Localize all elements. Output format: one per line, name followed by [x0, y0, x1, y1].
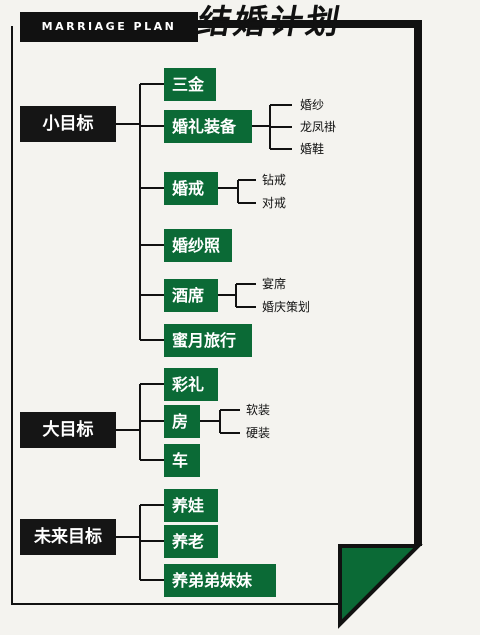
leaf-hard-renovation: 硬装: [246, 426, 271, 440]
item-three-gold: 三金: [164, 68, 216, 101]
item-honeymoon: 蜜月旅行: [164, 324, 252, 357]
category-big-goal: 大目标: [20, 412, 116, 448]
leaf-feast: 宴席: [262, 277, 287, 291]
leaf-diamond-ring: 钻戒: [262, 173, 287, 187]
connectors-future-goal: [116, 504, 164, 581]
item-elder-care: 养老: [164, 525, 218, 558]
leaf-soft-furnishing: 软装: [246, 403, 271, 417]
folded-corner-outline: [338, 544, 423, 629]
category-small-goal: 小目标: [20, 106, 116, 142]
leaf-couple-rings: 对戒: [262, 196, 287, 210]
item-car: 车: [164, 444, 200, 477]
frame-left-border: [11, 26, 340, 605]
leaf-dragon-phoenix-gown: 龙凤褂: [300, 120, 337, 134]
leaf-wedding-planning: 婚庆策划: [262, 300, 311, 314]
frame-right-border: [198, 20, 422, 546]
page-title: 结婚计划: [194, 2, 346, 41]
header-tag: MARRIAGE PLAN: [20, 12, 198, 42]
item-bride-price: 彩礼: [164, 368, 218, 401]
item-wedding-gear: 婚礼装备: [164, 110, 252, 143]
leaf-wedding-dress: 婚纱: [300, 98, 325, 112]
connectors-big-goal: [116, 383, 240, 461]
leaf-wedding-shoes: 婚鞋: [300, 142, 325, 156]
item-wedding-ring: 婚戒: [164, 172, 218, 205]
item-house: 房: [164, 405, 200, 438]
item-raise-child: 养娃: [164, 489, 218, 522]
item-support-siblings: 养弟弟妹妹: [164, 564, 276, 597]
category-future-goal: 未来目标: [20, 519, 116, 555]
item-banquet: 酒席: [164, 279, 218, 312]
item-wedding-photos: 婚纱照: [164, 229, 232, 262]
connectors-small-goal: [116, 83, 292, 341]
